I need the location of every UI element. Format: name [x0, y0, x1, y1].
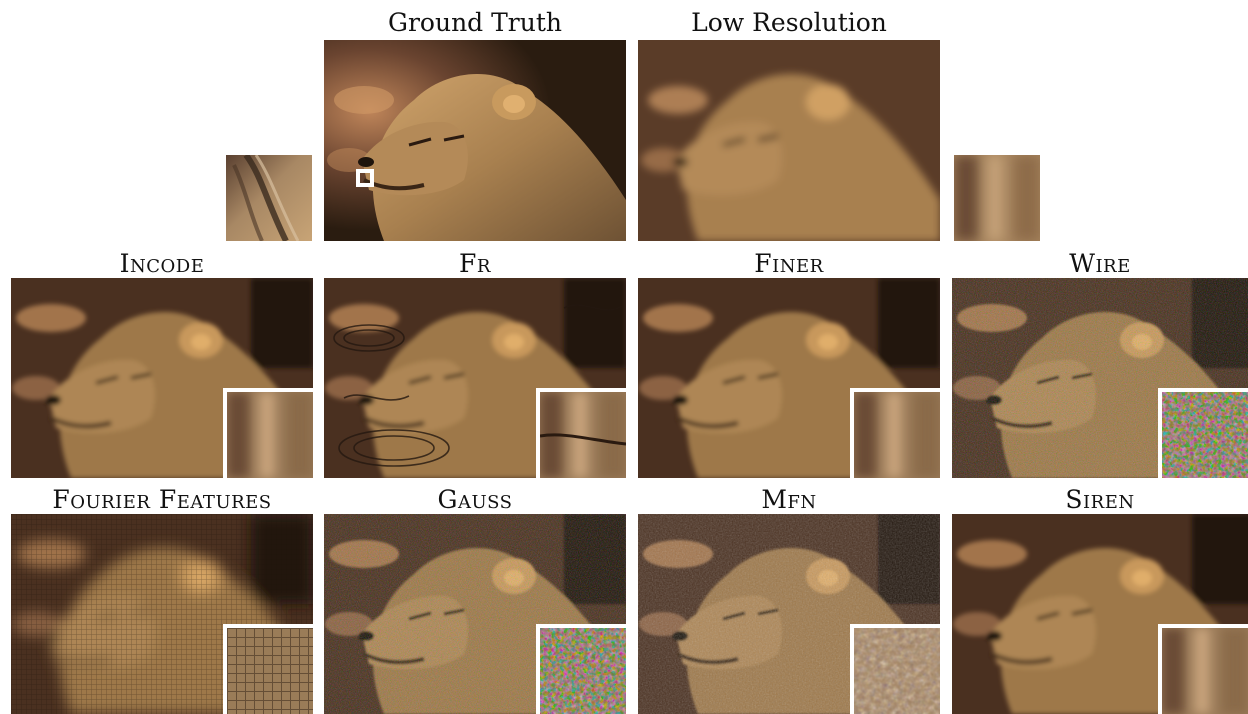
zoom-inset-wire: [1158, 388, 1248, 478]
ground-truth-image: [324, 40, 626, 241]
method-image-fr: [324, 278, 626, 478]
ground-truth-zoom-crop: [226, 155, 312, 241]
low-resolution-label: Low Resolution: [691, 8, 887, 37]
zoom-inset-incode: [223, 388, 313, 478]
method-image-siren: [952, 514, 1248, 714]
method-label-finer: Finer: [754, 249, 824, 278]
method-label-wire: Wire: [1069, 249, 1131, 278]
method-image-wire: [952, 278, 1248, 478]
method-image-incode: [11, 278, 313, 478]
method-label-gauss: Gauss: [437, 485, 513, 514]
method-image-gauss: [324, 514, 626, 714]
method-image-finer: [638, 278, 940, 478]
zoom-inset-fourier-features: [223, 624, 313, 714]
method-label-mfn: Mfn: [761, 485, 817, 514]
zoom-inset-gauss: [536, 624, 626, 714]
method-image-mfn: [638, 514, 940, 714]
zoom-inset-finer: [850, 388, 940, 478]
method-label-fr: Fr: [459, 249, 491, 278]
method-image-fourier-features: [11, 514, 313, 714]
ground-truth-label: Ground Truth: [388, 8, 562, 37]
method-label-siren: Siren: [1065, 485, 1135, 514]
zoom-region-marker: [356, 169, 374, 187]
method-label-fourier-features: Fourier Features: [52, 485, 272, 514]
zoom-inset-siren: [1158, 624, 1248, 714]
method-label-incode: Incode: [119, 249, 205, 278]
low-resolution-zoom-crop: [954, 155, 1040, 241]
low-resolution-image: [638, 40, 940, 241]
zoom-inset-fr: [536, 388, 626, 478]
zoom-inset-mfn: [850, 624, 940, 714]
